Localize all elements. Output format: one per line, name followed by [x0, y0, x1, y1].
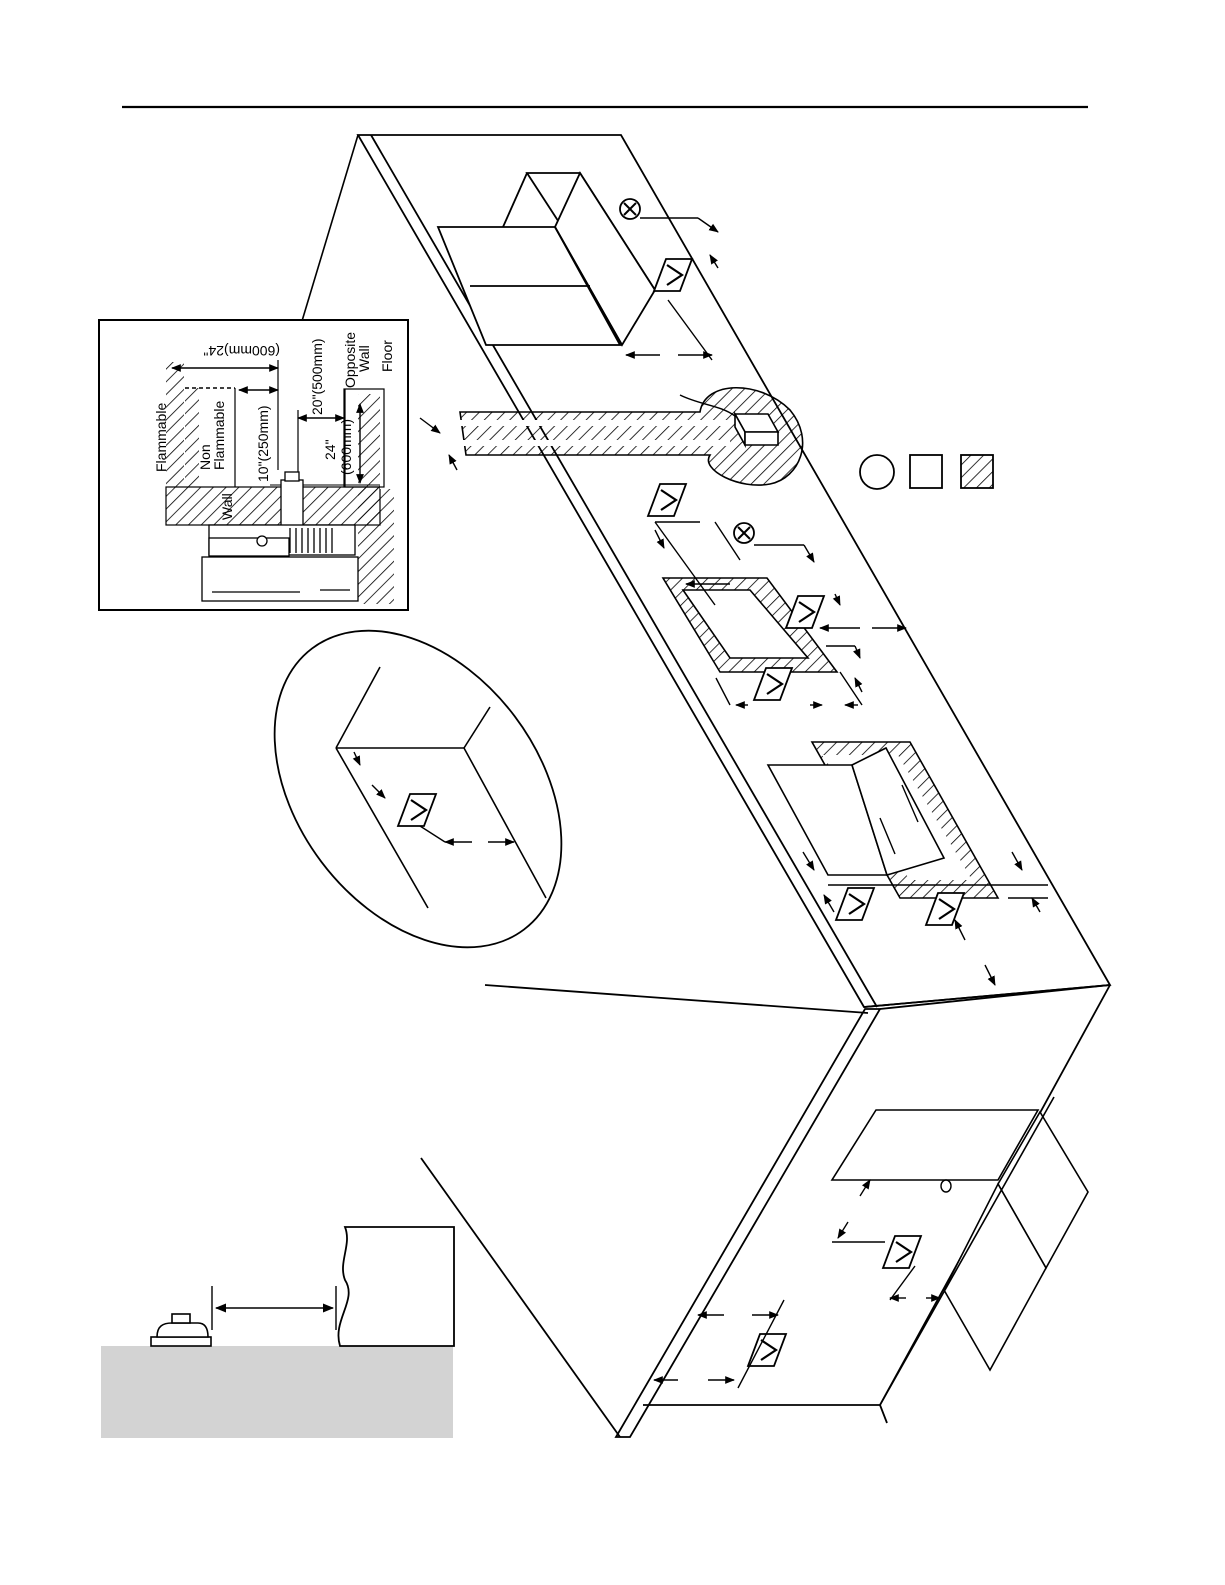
detail-ellipse	[215, 576, 620, 1003]
dim-24: 24"	[322, 439, 338, 460]
dimension-lines-4	[654, 1180, 940, 1388]
label-flammable: Flammable	[153, 403, 169, 472]
dim-600mm: (600mm)	[338, 419, 354, 475]
hatched-square-symbol	[961, 455, 993, 488]
label-opposite-wall: Wall	[356, 345, 372, 372]
dim-600-top: (600mm)24"	[203, 343, 280, 359]
clearance-mark-9	[748, 1334, 786, 1366]
no-obstacle-mark-1	[620, 199, 640, 219]
pipe-dimension	[420, 418, 457, 470]
legend	[860, 455, 993, 489]
dim-500: 20"(500mm)	[309, 338, 325, 415]
lower-wall-unit	[832, 1097, 1088, 1405]
side-view	[101, 1227, 454, 1438]
label-wall: Wall	[219, 493, 235, 520]
inset-panel: Flammable Non Flammable Wall Opposite Wa…	[99, 320, 408, 610]
inset-leader	[302, 135, 358, 321]
circle-symbol	[860, 455, 894, 489]
clearance-mark-8	[883, 1236, 921, 1268]
no-obstacle-mark-2	[734, 523, 754, 543]
square-symbol	[910, 455, 942, 488]
label-non-flammable: Flammable	[211, 401, 227, 470]
label-floor: Floor	[379, 340, 395, 372]
dim-250: 10"(250mm)	[255, 405, 271, 482]
floor-area	[101, 1346, 453, 1438]
outdoor-unit-icon	[151, 1314, 211, 1346]
